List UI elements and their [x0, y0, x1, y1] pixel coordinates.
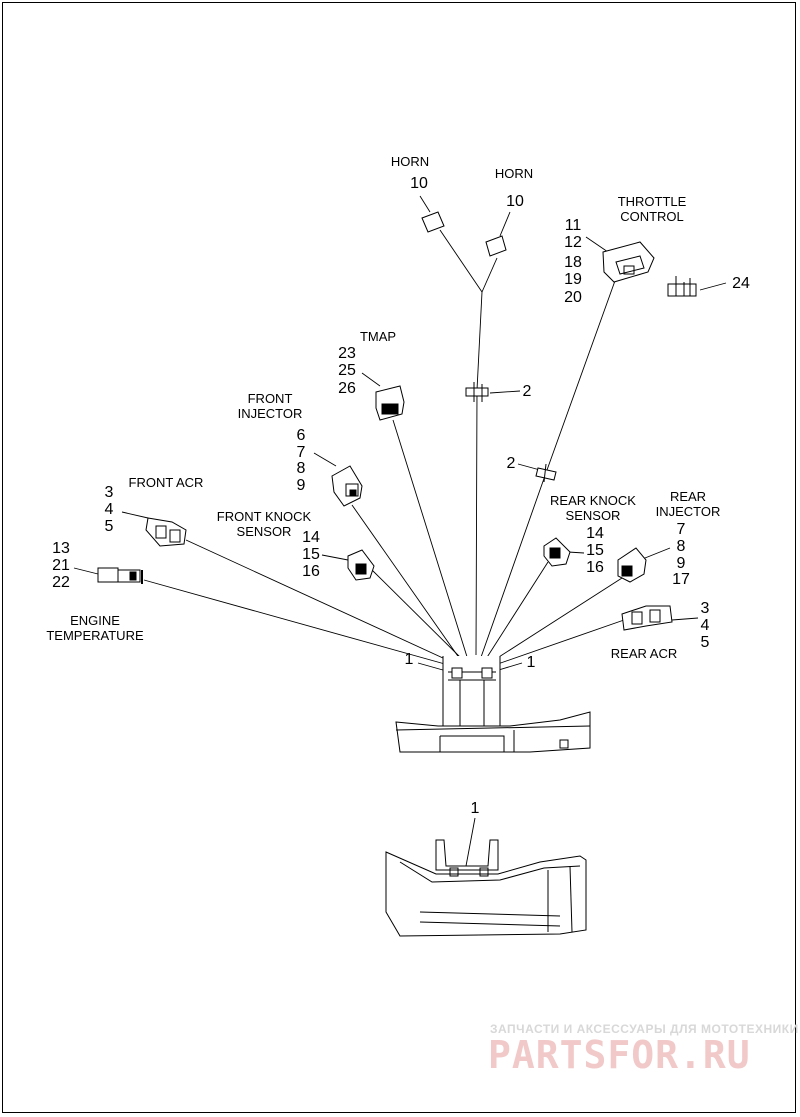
callout-throttle-4: 19	[564, 271, 582, 288]
callout-engine-temp-1: 13	[52, 540, 70, 557]
callout-throttle-3: 18	[564, 254, 582, 271]
callout-front-injector-4: 9	[296, 477, 306, 494]
label-rear-knock-sensor: REAR KNOCK SENSOR	[550, 493, 636, 523]
label-front-acr: FRONT ACR	[128, 475, 204, 490]
item24-connector	[667, 276, 697, 297]
callout-rear-injector-2: 8	[676, 538, 686, 555]
label-rear-injector: REAR INJECTOR	[655, 489, 721, 519]
callout-rear-knock-1: 14	[586, 525, 604, 542]
watermark-brand: PARTSFOR.RU	[488, 1033, 751, 1077]
callout-item24: 24	[732, 275, 750, 292]
callout-horn-left-1: 10	[410, 175, 428, 192]
callout-clip-lower: 2	[506, 455, 516, 472]
leader-lines	[73, 195, 727, 867]
callout-engine-temp-3: 22	[52, 574, 70, 591]
clip-lower	[535, 463, 557, 483]
callout-rear-knock-3: 16	[586, 559, 604, 576]
frame-bracket-detail	[385, 839, 587, 937]
wire-rear-acr	[491, 619, 625, 667]
callout-tmap-2: 25	[338, 362, 356, 379]
horn-left-connector	[421, 211, 445, 233]
label-front-injector: FRONT INJECTOR	[237, 391, 303, 421]
label-tmap: TMAP	[359, 329, 397, 344]
callout-rear-injector-3: 9	[676, 555, 686, 572]
label-horn-left: HORN	[390, 154, 430, 169]
callout-engine-temp-2: 21	[52, 557, 70, 574]
callout-rear-acr-2: 4	[700, 617, 710, 634]
callout-front-acr-1: 3	[104, 484, 114, 501]
clip-upper	[465, 382, 489, 402]
horn-right-connector	[485, 235, 507, 257]
rear-knock-connector	[543, 537, 571, 567]
callout-tmap-1: 23	[338, 345, 356, 362]
label-rear-acr: REAR ACR	[610, 646, 678, 661]
callout-front-knock-3: 16	[302, 563, 320, 580]
wire-horn-left	[439, 229, 483, 293]
callout-rear-injector-4: 17	[672, 571, 690, 588]
engine-temp-connector	[97, 567, 143, 584]
label-front-knock-sensor: FRONT KNOCK SENSOR	[216, 509, 312, 539]
wire-front-injector	[351, 504, 463, 663]
label-horn-right: HORN	[494, 166, 534, 181]
callout-clip-upper: 2	[522, 383, 532, 400]
wire-horn-trunk	[475, 291, 483, 656]
rear-injector-connector	[617, 547, 647, 583]
callout-rear-knock-2: 15	[586, 542, 604, 559]
callout-horn-right-1: 10	[506, 193, 524, 210]
callout-rear-acr-1: 3	[700, 600, 710, 617]
callout-bracket-left: 1	[404, 651, 414, 668]
callout-bracket-right: 1	[526, 654, 536, 671]
front-injector-connector	[331, 465, 363, 507]
wire-front-knock	[371, 569, 467, 664]
callout-front-acr-2: 4	[104, 501, 114, 518]
callout-front-injector-1: 6	[296, 427, 306, 444]
callout-front-injector-2: 7	[296, 444, 306, 461]
wire-rear-knock	[483, 561, 549, 663]
front-knock-connector	[347, 549, 375, 581]
wire-front-acr	[185, 539, 457, 665]
callout-throttle-2: 12	[564, 234, 582, 251]
callout-rear-injector-1: 7	[676, 521, 686, 538]
callout-tmap-3: 26	[338, 380, 356, 397]
rear-acr-connector	[621, 605, 673, 631]
wire-engine-temp	[143, 579, 453, 667]
wire-tmap	[392, 419, 469, 661]
callout-rear-acr-3: 5	[700, 634, 710, 651]
callout-throttle-1: 11	[564, 217, 582, 234]
callout-front-injector-3: 8	[296, 460, 306, 477]
throttle-control-connector	[602, 241, 655, 283]
front-acr-connector	[145, 517, 187, 547]
wire-horn-right	[481, 257, 498, 293]
callout-front-acr-3: 5	[104, 518, 114, 535]
tmap-connector	[375, 385, 405, 421]
callout-throttle-5: 20	[564, 289, 582, 306]
callout-front-knock-2: 15	[302, 546, 320, 563]
callout-detail: 1	[470, 800, 480, 817]
wire-rear-injector	[487, 577, 623, 665]
label-engine-temperature: ENGINE TEMPERATURE	[46, 613, 144, 643]
watermark-tagline: ЗАПЧАСТИ И АКСЕССУАРЫ ДЛЯ МОТОТЕХНИКИ	[490, 1022, 799, 1036]
frame-bracket-main	[395, 656, 591, 753]
wires	[143, 229, 625, 667]
label-throttle-control: THROTTLE CONTROL	[617, 194, 687, 224]
callout-front-knock-1: 14	[302, 529, 320, 546]
